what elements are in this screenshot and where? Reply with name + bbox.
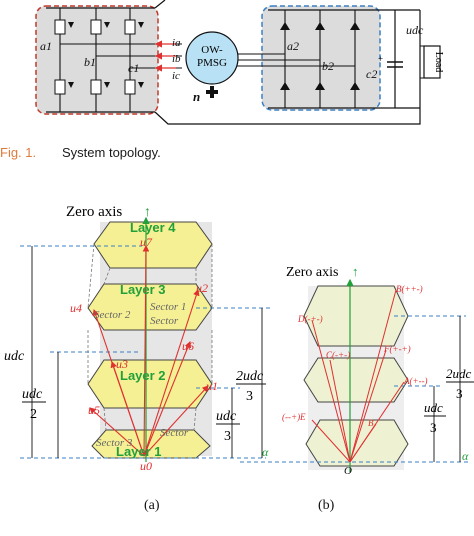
point-o: O <box>344 465 352 477</box>
subfigure-b-label: (b) <box>318 498 335 513</box>
layer-3-label: Layer 3 <box>120 282 166 297</box>
node-c1: c1 <box>128 61 139 75</box>
hex-b-mid <box>303 357 409 403</box>
point-b-bottom: B <box>368 418 374 428</box>
pmsg-machine <box>185 31 239 85</box>
node-a2: a2 <box>287 39 299 53</box>
layer-4-label: Layer 4 <box>130 220 176 235</box>
alpha-axis-a: α <box>262 445 269 459</box>
machine-line1: OW- <box>201 44 223 56</box>
current-ia: ia <box>172 37 181 49</box>
machine-line2: PMSG <box>197 57 227 69</box>
vec-u2: u2 <box>196 281 208 295</box>
zero-axis-label-b: Zero axis <box>286 265 338 280</box>
point-d: D(-+-) <box>297 314 323 324</box>
rectifier-box <box>261 5 381 111</box>
two-third-den-b: 3 <box>456 386 463 401</box>
third-den-a: 3 <box>224 429 231 444</box>
point-e: (--+)E <box>282 412 306 422</box>
point-b-top: B(++-) <box>396 284 423 294</box>
udc-dim-label: udc <box>4 349 25 364</box>
vec-u4: u4 <box>70 301 82 315</box>
vec-u7: u7 <box>140 235 153 249</box>
sector-3-label: Sector 3 <box>96 437 133 449</box>
udc-label: udc <box>406 23 424 37</box>
diagram-b: α B(++-) D(-+-) C(-+-) F(+-+) A(+--) (--… <box>240 264 474 477</box>
diagram-a: α u7 u2 u4 u6 u3 <box>4 204 270 473</box>
load-label: Load <box>433 52 444 73</box>
point-a: A(+--) <box>403 376 428 386</box>
sector-bottom-label: Sector <box>160 427 189 439</box>
hex-b-bot <box>305 419 409 467</box>
sector-extra-label: Sector <box>150 315 179 327</box>
svg-text:↑: ↑ <box>144 205 151 220</box>
node-c2: c2 <box>366 67 377 81</box>
alpha-axis-b: α <box>462 449 469 463</box>
node-b1: b1 <box>84 55 96 69</box>
zero-axis-label-a: Zero axis <box>66 204 122 220</box>
speed-label: n <box>193 89 200 104</box>
subfigure-a-label: (a) <box>144 498 160 513</box>
current-ic: ic <box>172 70 180 82</box>
third-num-b: udc <box>424 400 443 415</box>
third-num-a: udc <box>216 409 237 424</box>
node-a1: a1 <box>40 39 52 53</box>
layer-1-label: Layer 1 <box>116 444 162 459</box>
point-f: F(+-+) <box>383 344 411 354</box>
current-ib: ib <box>172 53 181 65</box>
figure-label: Fig. 1. <box>0 145 37 160</box>
layer-2-label: Layer 2 <box>120 368 166 383</box>
vec-u3: u3 <box>116 357 128 371</box>
two-third-den-a: 3 <box>246 389 253 404</box>
two-third-num-b: 2udc <box>446 366 472 381</box>
svg-text:+: + <box>378 54 383 64</box>
vec-u1: u1 <box>206 379 218 393</box>
hex-b-top <box>303 285 409 347</box>
sector-1-label: Sector 1 <box>150 301 186 313</box>
vec-u6: u6 <box>182 339 194 353</box>
third-den-b: 3 <box>430 420 437 435</box>
svg-text:↑: ↑ <box>352 264 359 279</box>
point-c: C(-+-) <box>326 350 350 360</box>
half-dim-den: 2 <box>30 407 37 422</box>
vec-u0: u0 <box>140 459 152 473</box>
vec-u5: u5 <box>88 403 100 417</box>
figure-title: System topology. <box>62 145 161 160</box>
node-b2: b2 <box>322 59 334 73</box>
two-third-num-a: 2udc <box>236 369 264 384</box>
system-topology: + <box>35 0 444 125</box>
half-dim-num: udc <box>22 387 43 402</box>
sector-2-label: Sector 2 <box>94 309 131 321</box>
